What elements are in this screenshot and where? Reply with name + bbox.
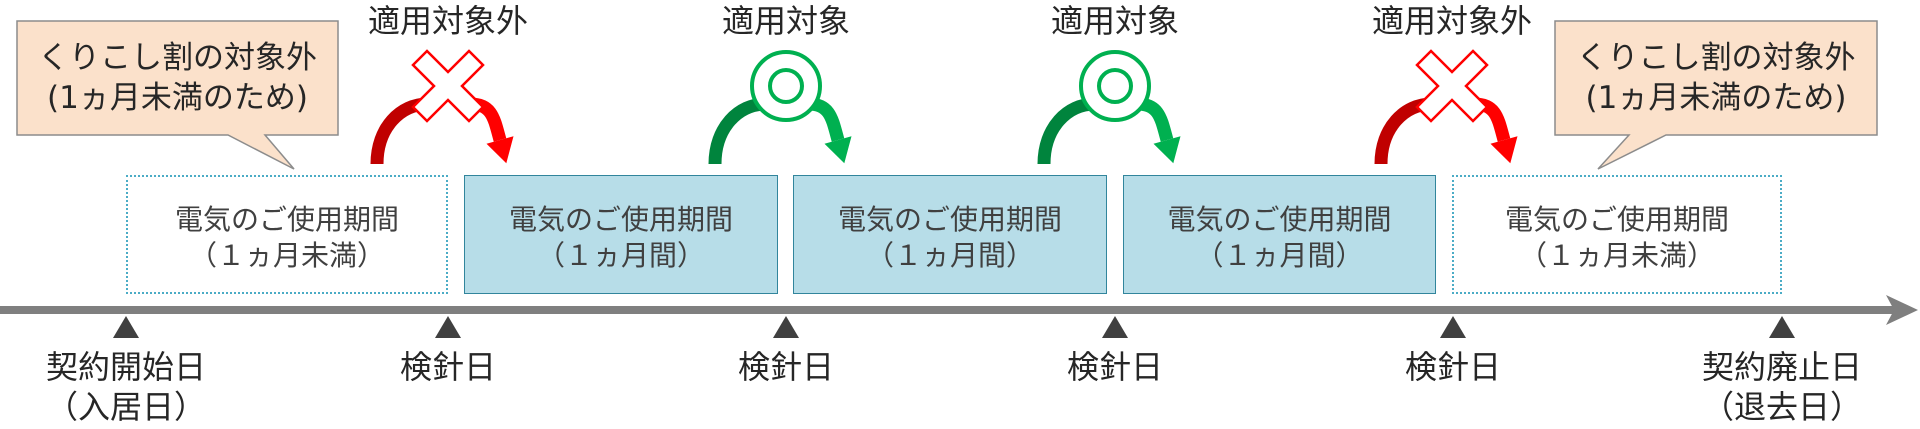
arrowhead-icon bbox=[1153, 136, 1181, 164]
callout-reason: (1ヵ月未満のため) bbox=[47, 80, 308, 116]
callout-title: くりこし割の対象外 bbox=[38, 40, 317, 76]
marker-label-meter-reading-3: 検針日 bbox=[995, 347, 1235, 387]
marker-label-meter-reading-4: 検針日 bbox=[1333, 347, 1573, 387]
marker-contract-start bbox=[113, 316, 139, 338]
marker-label-main: 検針日 bbox=[1066, 348, 1163, 386]
marker-meter-reading-3 bbox=[1102, 316, 1128, 338]
marker-label-main: 検針日 bbox=[1404, 348, 1501, 386]
marker-contract-end bbox=[1769, 316, 1795, 338]
usage-period-5: 電気のご使用期間 （１ヵ月未満） bbox=[1452, 175, 1782, 294]
usage-period-title: 電気のご使用期間 bbox=[837, 202, 1062, 236]
double-circle-icon bbox=[1079, 50, 1151, 122]
curved-arrow-tail bbox=[1037, 97, 1096, 165]
marker-label-main: 検針日 bbox=[399, 348, 496, 386]
curved-arrow-tail bbox=[708, 97, 767, 165]
marker-label-main: 契約廃止日 bbox=[1701, 348, 1862, 386]
arrowhead-icon bbox=[486, 136, 514, 164]
transition-arrow-4 bbox=[1374, 49, 1518, 165]
marker-meter-reading-4 bbox=[1440, 316, 1466, 338]
marker-meter-reading-1 bbox=[435, 316, 461, 338]
double-circle-inner bbox=[1097, 68, 1133, 104]
double-circle-icon bbox=[750, 50, 822, 122]
usage-period-duration: （１ヵ月未満） bbox=[188, 238, 385, 272]
cross-icon bbox=[1415, 49, 1489, 123]
marker-label-sub: （退去日） bbox=[1701, 388, 1862, 426]
callout-bubble-left bbox=[16, 20, 339, 170]
cross-icon bbox=[411, 49, 485, 123]
usage-period-2: 電気のご使用期間 （１ヵ月間） bbox=[464, 175, 778, 294]
marker-meter-reading-2 bbox=[773, 316, 799, 338]
usage-period-title: 電気のご使用期間 bbox=[174, 202, 399, 236]
usage-period-duration: （１ヵ月間） bbox=[865, 238, 1034, 272]
transition-arrow-2 bbox=[708, 50, 852, 165]
transition-arrow-3 bbox=[1037, 50, 1181, 165]
callout-reason: (1ヵ月未満のため) bbox=[1585, 80, 1847, 116]
callout-right: くりこし割の対象外 (1ヵ月未満のため) bbox=[1555, 21, 1877, 135]
marker-label-main: 検針日 bbox=[737, 348, 834, 386]
applicability-label-3: 適用対象 bbox=[1050, 2, 1179, 40]
callout-bubble-right bbox=[1554, 20, 1878, 170]
timeline-arrowhead bbox=[1886, 295, 1918, 325]
double-circle-inner bbox=[768, 68, 804, 104]
usage-period-duration: （１ヵ月間） bbox=[1195, 238, 1364, 272]
marker-label-meter-reading-1: 検針日 bbox=[328, 347, 568, 387]
usage-period-title: 電気のご使用期間 bbox=[1167, 202, 1392, 236]
usage-period-title: 電気のご使用期間 bbox=[1504, 202, 1729, 236]
timeline-axis bbox=[0, 306, 1896, 314]
marker-label-meter-reading-2: 検針日 bbox=[666, 347, 906, 387]
usage-period-title: 電気のご使用期間 bbox=[508, 202, 733, 236]
usage-period-3: 電気のご使用期間 （１ヵ月間） bbox=[793, 175, 1107, 294]
applicability-label-4: 適用対象外 bbox=[1371, 2, 1532, 40]
callout-left: くりこし割の対象外 (1ヵ月未満のため) bbox=[17, 21, 338, 135]
callout-title: くりこし割の対象外 bbox=[1576, 40, 1856, 76]
usage-period-duration: （１ヵ月間） bbox=[536, 238, 705, 272]
applicability-label-2: 適用対象 bbox=[721, 2, 850, 40]
transition-arrow-1 bbox=[370, 49, 514, 165]
usage-period-1: 電気のご使用期間 （１ヵ月未満） bbox=[126, 175, 448, 294]
marker-label-sub: （入居日） bbox=[45, 388, 206, 426]
marker-label-contract-end: 契約廃止日 （退去日） bbox=[1662, 347, 1902, 427]
usage-period-duration: （１ヵ月未満） bbox=[1518, 238, 1715, 272]
applicability-label-1: 適用対象外 bbox=[367, 2, 528, 40]
arrowhead-icon bbox=[1490, 136, 1518, 164]
marker-label-main: 契約開始日 bbox=[45, 348, 206, 386]
usage-period-4: 電気のご使用期間 （１ヵ月間） bbox=[1123, 175, 1436, 294]
arrowhead-icon bbox=[824, 136, 852, 164]
marker-label-contract-start: 契約開始日 （入居日） bbox=[6, 347, 246, 427]
